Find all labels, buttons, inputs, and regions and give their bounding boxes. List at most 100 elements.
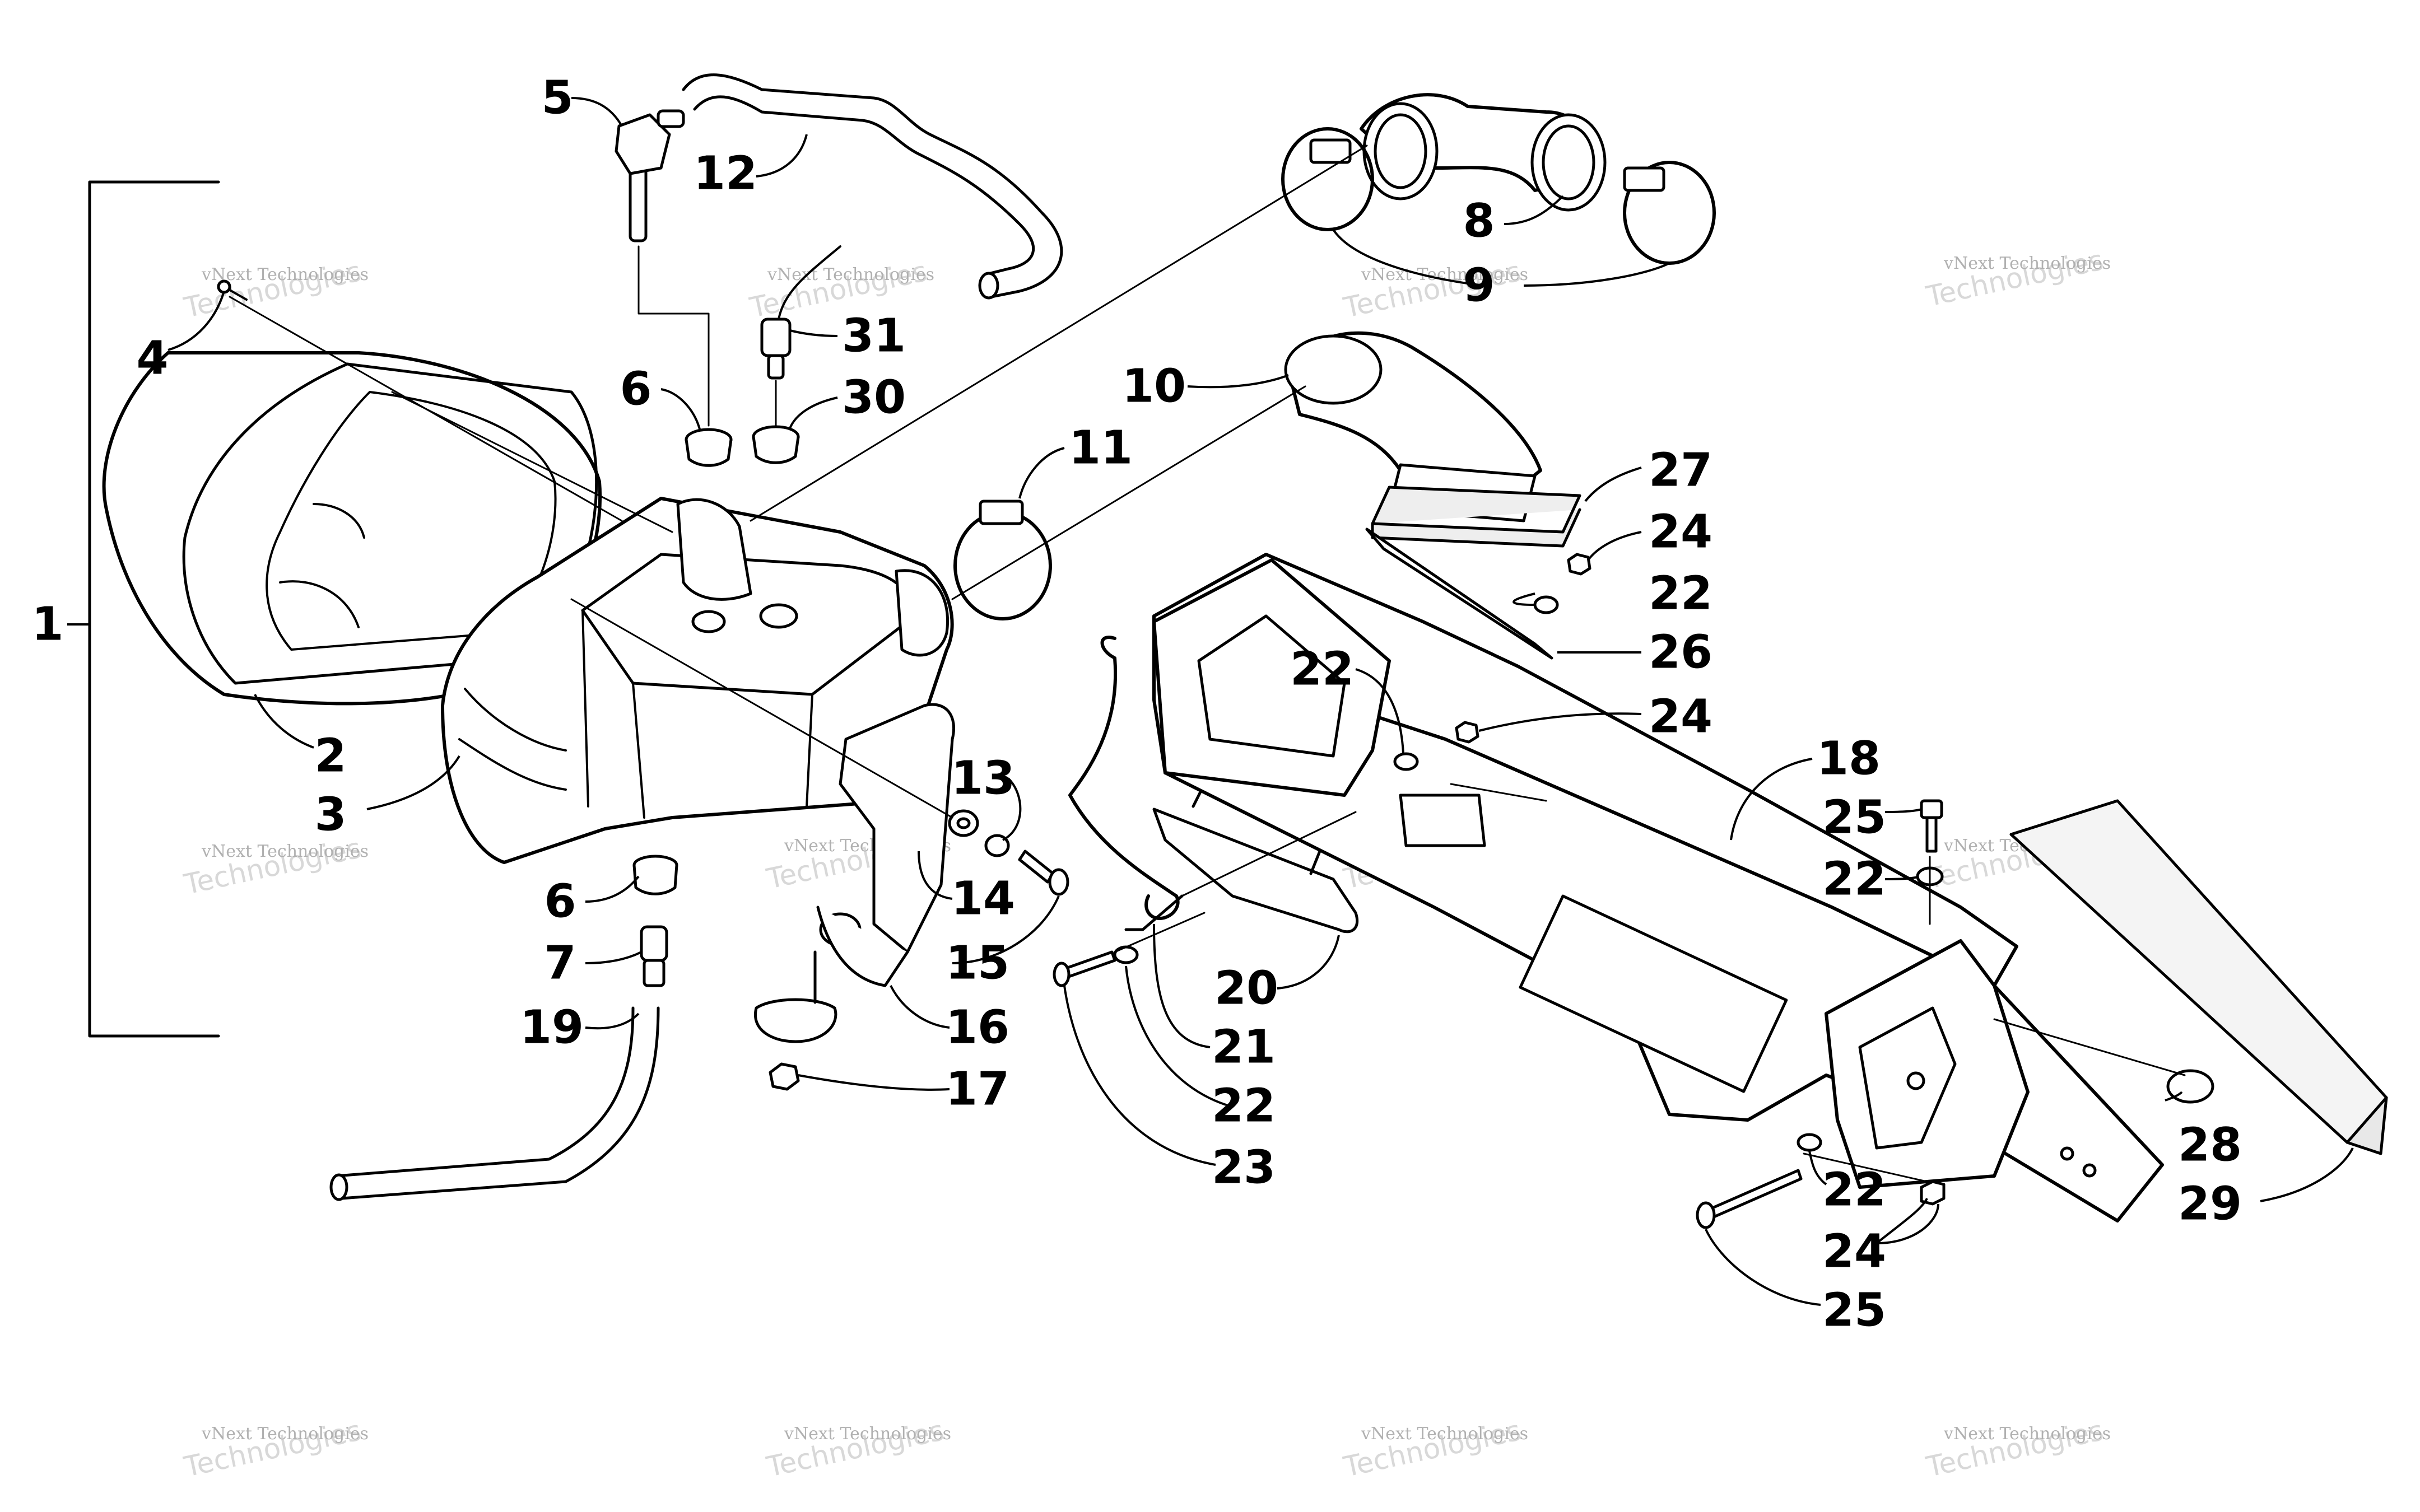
callout-leaders [67,97,2354,1306]
callout-26: 26 [1649,626,1712,679]
part-grommet-30 [752,425,800,464]
part-sensor [760,245,841,380]
callout-29: 29 [2178,1178,2242,1231]
leader-28 [2165,1091,2183,1102]
watermark: Technologies vNext Technologies [181,255,369,324]
leader-17 [798,1074,950,1091]
callout-3: 3 [314,788,346,842]
part-hose-12-outer [682,73,1063,298]
duct-outlet-flange [1825,939,2030,1189]
callout-22-upper: 22 [1649,567,1712,620]
callout-9: 9 [1463,259,1495,312]
callout-6-lower: 6 [544,875,576,928]
assembly-bracket [88,180,220,1038]
part-bracket-20 [1152,808,1359,934]
callout-20: 20 [1214,962,1278,1015]
leader-22b [1513,592,1535,606]
part-bracket-16 [839,703,956,954]
callout-15: 15 [946,937,1009,990]
duct-flange-opening [1197,614,1346,758]
part-hose-12-inner [693,95,1035,276]
bolt-15-head [1048,868,1069,896]
grommet-6-lower-side [632,864,678,895]
leader-25a [1884,808,1922,813]
boot-10-opening [1284,334,1383,405]
watermark-small-text: vNext Technologies [1361,265,1528,284]
part-screw-4 [217,279,248,301]
part-elbow-fitting [615,109,685,242]
elbow-tube [629,166,648,242]
watermark-small-text: vNext Technologies [1943,254,2111,273]
part-clamp-9-right [1623,161,1716,265]
leader-22e [1808,1150,1827,1186]
part-washer-22-lower [1797,1133,1822,1152]
part-washer-14 [984,834,1010,857]
bolt-15-shank [1018,850,1055,884]
leader-5 [571,97,623,127]
leader-16 [890,985,950,1029]
bushing-13 [948,809,979,837]
leader-lines-assembly [229,144,2186,1183]
airbox-front-wall [581,609,813,819]
duct-square-port [1399,794,1486,847]
leader-10 [1187,374,1289,389]
part-fitting-7 [640,925,668,987]
leader-3 [366,755,460,810]
elbow-boot-left-inner [1374,113,1427,189]
watermark: Technologies vNext Technologies [181,832,369,901]
clamp-9-left-screw [1309,138,1352,164]
clamp-11-band [953,511,1052,620]
watermark: Technologies vNext Technologies [181,1414,369,1483]
leader-24b [1478,712,1642,732]
screw-4-head [217,279,231,294]
hose-12-end [978,272,999,300]
callout-8: 8 [1463,195,1495,248]
callout-22-left: 22 [1212,1080,1276,1133]
watermark: Technologies vNext Technologies [1923,244,2111,313]
callout-25-lower: 25 [1822,1284,1886,1337]
elbow-side-nipple [657,109,685,128]
washer-14 [984,834,1010,857]
callout-11: 11 [1069,422,1133,475]
leader-6b [585,875,640,903]
callout-31: 31 [842,310,906,363]
leader-23 [1063,985,1216,1166]
leader-21 [1153,923,1211,1048]
duct-side-block [1519,894,1788,1093]
callout-30: 30 [842,371,906,424]
part-bolt-15 [1018,850,1069,896]
part-bolt-23 [1053,950,1116,987]
watermark-small-text: vNext Technologies [1361,1424,1528,1444]
grommet-30-side [752,435,800,464]
bolt-25-upper-head [1920,799,1943,819]
part-nut-17 [769,1062,800,1091]
bolt-25-upper-shank [1925,816,1938,853]
callout-numbers: 1 2 3 4 5 6 6 7 8 9 10 11 12 13 14 15 16… [31,72,2242,1337]
callout-6-upper: 6 [620,363,651,416]
cover-inner-rib [279,503,365,628]
leader-24a [1587,531,1642,561]
bolt-25-lower-shank [1707,1169,1803,1220]
leader-9b [1523,262,1670,287]
watermark-small-text: vNext Technologies [767,265,934,284]
part-rod-21 [1068,636,1180,920]
watermark: Technologies vNext Technologies [1923,1414,2111,1483]
watermark: Technologies vNext Technologies [747,255,934,324]
callout-16: 16 [946,1001,1009,1054]
leader-24c [1876,1198,1928,1244]
part-clamp-11 [953,500,1052,620]
leader-13 [1002,777,1022,841]
clamp-11-screw [979,500,1024,525]
elbow-boot-right-inner [1542,124,1595,200]
leader-22c [1125,965,1230,1107]
leader-22d [1884,875,1920,880]
callout-24-mid: 24 [1649,690,1712,744]
leader-19 [585,1012,640,1030]
grommet-6-upper-side [685,438,733,467]
leader-11 [1018,447,1065,499]
leader-4 [167,291,225,351]
callout-10: 10 [1122,360,1186,413]
leader-30 [789,396,838,429]
